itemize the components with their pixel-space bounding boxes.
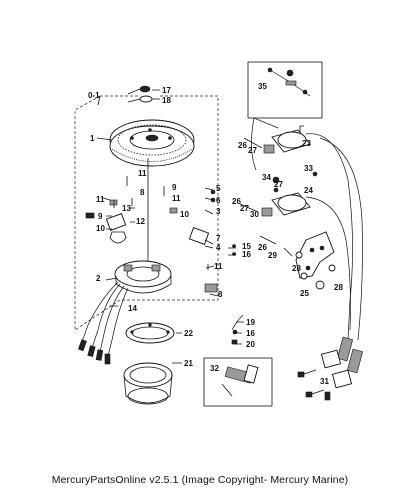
label-34: 34 [262,173,271,182]
bracket-ring[interactable] [125,322,175,344]
label-17: 17 [162,86,171,95]
label-11c: 11 [172,194,181,203]
label-2: 2 [96,274,101,283]
leader-lines [96,88,244,364]
label-14: 14 [128,304,137,313]
label-21: 21 [184,359,193,368]
label-18: 18 [162,96,171,105]
label-25: 25 [300,289,309,298]
ignition-parts-diagram: 0-1 1 2 3 4 5 6 7 8 8 9 9 10 10 11 11 11… [74,61,364,407]
label-8b: 8 [218,290,223,299]
label-29: 29 [268,251,277,260]
label-10b: 10 [180,210,189,219]
ignition-coil-lower[interactable] [261,192,311,217]
label-8a: 8 [140,188,145,197]
label-24: 24 [304,186,313,195]
label-7: 7 [216,234,221,243]
label-16a: 16 [242,250,251,259]
label-11d: 11 [214,262,223,271]
label-13: 13 [122,204,131,213]
label-33: 33 [304,164,313,173]
label-27a: 27 [248,146,257,155]
stator-assembly-group [74,95,219,331]
label-9b: 9 [172,183,177,192]
label-28b: 28 [334,283,343,292]
ground-lead[interactable] [231,314,244,345]
label-30: 30 [250,210,259,219]
label-16b: 16 [246,329,255,338]
label-23: 23 [302,139,311,148]
label-3: 3 [216,207,221,216]
label-6: 6 [216,196,221,205]
label-1: 1 [90,134,95,143]
base-plate[interactable] [123,362,173,405]
label-4: 4 [216,243,221,252]
copyright-caption: MercuryPartsOnline v2.5.1 (Image Copyrig… [51,474,349,486]
coil-mounting-bracket[interactable] [295,231,336,290]
label-5: 5 [216,184,221,193]
label-22: 22 [184,329,193,338]
flywheel-nut[interactable] [139,85,153,103]
label-27b: 27 [274,180,283,189]
stator-wiring-harness[interactable] [78,281,129,365]
label-31: 31 [320,377,329,386]
spark-plug-boots[interactable] [297,336,364,401]
label-28a: 28 [292,264,301,273]
label-26c: 26 [258,243,267,252]
label-15: 15 [242,242,251,251]
label-19: 19 [246,318,255,327]
label-26b: 26 [232,197,241,206]
flywheel[interactable] [109,119,195,167]
label-12: 12 [136,217,145,226]
high-tension-leads[interactable] [251,117,363,341]
label-20: 20 [246,340,255,349]
label-27c: 27 [240,204,249,213]
label-11b: 11 [138,169,147,178]
label-32: 32 [210,364,219,373]
trigger-coil-left[interactable] [85,199,127,244]
part-labels: 0-1 1 2 3 4 5 6 7 8 8 9 9 10 10 11 11 11… [88,82,343,386]
label-0-1: 0-1 [88,91,100,100]
label-26a: 26 [238,141,247,150]
label-11a: 11 [96,195,105,204]
ignition-coil-upper[interactable] [263,125,311,154]
label-35: 35 [258,82,267,91]
spark-plug-boot-inset [203,357,273,407]
spark-plug-lead-inset [247,61,323,119]
label-9a: 9 [98,212,103,221]
stator-plate[interactable] [114,260,172,294]
trigger-coil-right[interactable] [169,189,218,293]
label-10a: 10 [96,224,105,233]
coil-fasteners [239,137,318,280]
